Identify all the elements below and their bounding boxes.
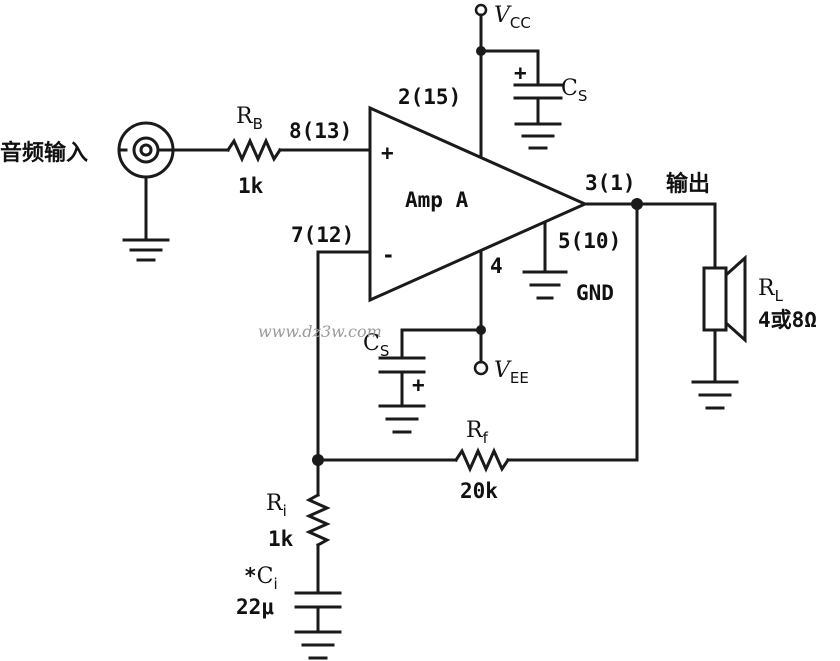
rl-value: 4或8Ω bbox=[758, 308, 817, 332]
input-ground-symbol bbox=[122, 238, 170, 262]
ci-label: *Ci bbox=[244, 564, 278, 593]
pin-in-plus-label: 8(13) bbox=[289, 119, 352, 143]
capacitor-cs-bottom bbox=[378, 328, 426, 434]
output-label: 输出 bbox=[666, 171, 710, 197]
vcc-supply bbox=[474, 3, 540, 157]
wire-minus-input bbox=[316, 250, 372, 462]
rb-label: RB bbox=[236, 104, 263, 133]
pin-gnd-label: 5(10) bbox=[558, 229, 621, 253]
op-amp-triangle bbox=[368, 105, 589, 303]
amp-label: Amp A bbox=[405, 188, 469, 212]
rl-label: RL bbox=[758, 276, 784, 305]
rf-label: Rf bbox=[466, 418, 489, 447]
capacitor-ci bbox=[294, 591, 342, 660]
vee-label: VEE bbox=[494, 358, 529, 387]
cs-top-label: CS bbox=[561, 76, 587, 105]
resistor-ri bbox=[305, 492, 331, 548]
plus-input-sign: + bbox=[381, 141, 394, 165]
ci-value: 22μ bbox=[236, 595, 274, 619]
resistor-rb bbox=[225, 137, 283, 163]
pin-vcc-label: 2(15) bbox=[398, 85, 461, 109]
input-label: 音频输入 bbox=[0, 140, 88, 166]
rf-value: 20k bbox=[460, 479, 498, 503]
speaker-rl bbox=[691, 254, 747, 410]
watermark: www.dz3w.com bbox=[258, 322, 382, 341]
pin-vee-label: 4 bbox=[490, 254, 503, 278]
vcc-label: VCC bbox=[494, 3, 531, 32]
pin-in-minus-label: 7(12) bbox=[291, 223, 354, 247]
resistor-rf bbox=[453, 447, 511, 473]
ri-label: Ri bbox=[266, 491, 287, 520]
gnd-pin-ground bbox=[522, 222, 568, 300]
cs-bottom-plus: + bbox=[412, 373, 425, 397]
minus-input-sign: - bbox=[382, 243, 395, 267]
audio-input-jack bbox=[117, 121, 175, 242]
rb-value: 1k bbox=[238, 174, 264, 198]
cs-top-plus: + bbox=[514, 61, 527, 85]
cs-bottom-label: CS bbox=[363, 331, 389, 360]
pin-out-label: 3(1) bbox=[585, 171, 636, 195]
capacitor-cs-top bbox=[513, 83, 563, 150]
gnd-label: GND bbox=[576, 281, 614, 305]
vee-supply bbox=[400, 251, 489, 376]
ri-value: 1k bbox=[268, 527, 294, 551]
